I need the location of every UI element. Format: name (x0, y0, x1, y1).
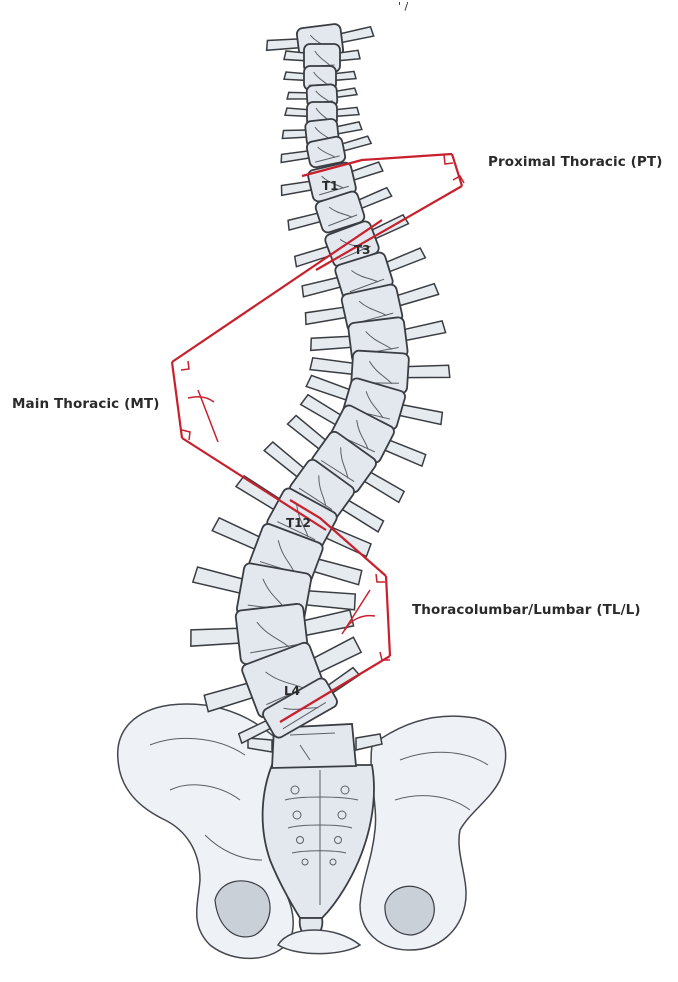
proximal-thoracic-label: Proximal Thoracic (PT) (488, 154, 663, 170)
transverse-process (189, 624, 241, 649)
transverse-process (310, 358, 355, 375)
transverse-process (339, 27, 374, 43)
transverse-process (192, 567, 244, 594)
transverse-process (302, 610, 354, 636)
vertebra-label-t1: T1 (322, 179, 339, 193)
transverse-process (406, 363, 451, 381)
vertebra-label-t12: T12 (286, 516, 311, 530)
transverse-process (349, 162, 383, 181)
transverse-process (312, 554, 363, 588)
transverse-process (282, 128, 309, 140)
transverse-process (340, 136, 371, 152)
vertebra-label-t3: T3 (354, 243, 371, 257)
vertebral-column (187, 19, 451, 755)
right-obturator (385, 886, 434, 935)
transverse-process (384, 247, 426, 272)
transverse-process (285, 108, 309, 116)
transverse-process (280, 179, 314, 197)
transverse-process (335, 107, 359, 116)
vertebra-label-l4: L4 (284, 684, 300, 698)
transverse-process (211, 517, 262, 550)
transverse-process (280, 149, 311, 164)
transverse-process (304, 304, 348, 326)
transverse-process (402, 321, 446, 341)
transverse-process (300, 275, 342, 299)
transverse-process (287, 91, 309, 100)
transverse-process (335, 88, 357, 97)
transverse-process (309, 333, 352, 352)
transverse-process (335, 122, 362, 134)
main-thoracic-label: Main Thoracic (MT) (12, 396, 159, 412)
thoracolumbar-lumbar-label: Thoracolumbar/Lumbar (TL/L) (412, 602, 641, 618)
transverse-process (306, 375, 352, 401)
transverse-process (265, 37, 300, 52)
transverse-process (284, 51, 306, 61)
top-fragment: ' / (398, 0, 408, 13)
transverse-process (284, 72, 306, 80)
transverse-process (334, 71, 356, 80)
transverse-process (398, 401, 444, 428)
transverse-process (395, 283, 439, 306)
